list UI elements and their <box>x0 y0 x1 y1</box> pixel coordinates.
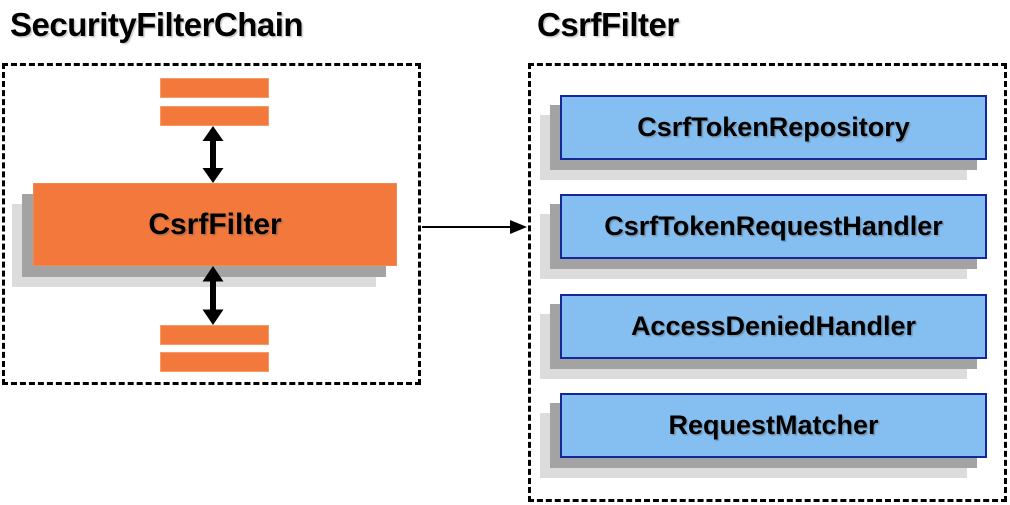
security-filter-chain-container <box>2 63 421 385</box>
bidirectional-arrow-icon <box>202 126 224 183</box>
csrf-filter-container <box>528 63 1007 502</box>
component-box-request-matcher: RequestMatcher <box>560 393 987 458</box>
filter-placeholder-bar <box>160 352 269 372</box>
component-box-csrf-token-repository: CsrfTokenRepository <box>560 95 987 160</box>
filter-placeholder-bar <box>160 325 269 345</box>
right-arrow-icon <box>422 220 527 234</box>
filter-placeholder-bar <box>160 106 269 126</box>
component-box-csrf-token-request-handler: CsrfTokenRequestHandler <box>560 194 987 259</box>
csrf-filter-title: CsrfFilter <box>537 6 679 43</box>
csrf-filter-box: CsrfFilter <box>33 183 397 266</box>
component-box-access-denied-handler: AccessDeniedHandler <box>560 294 987 359</box>
security-filter-chain-title: SecurityFilterChain <box>10 6 304 43</box>
bidirectional-arrow-icon <box>202 266 224 325</box>
filter-placeholder-bar <box>160 78 269 98</box>
